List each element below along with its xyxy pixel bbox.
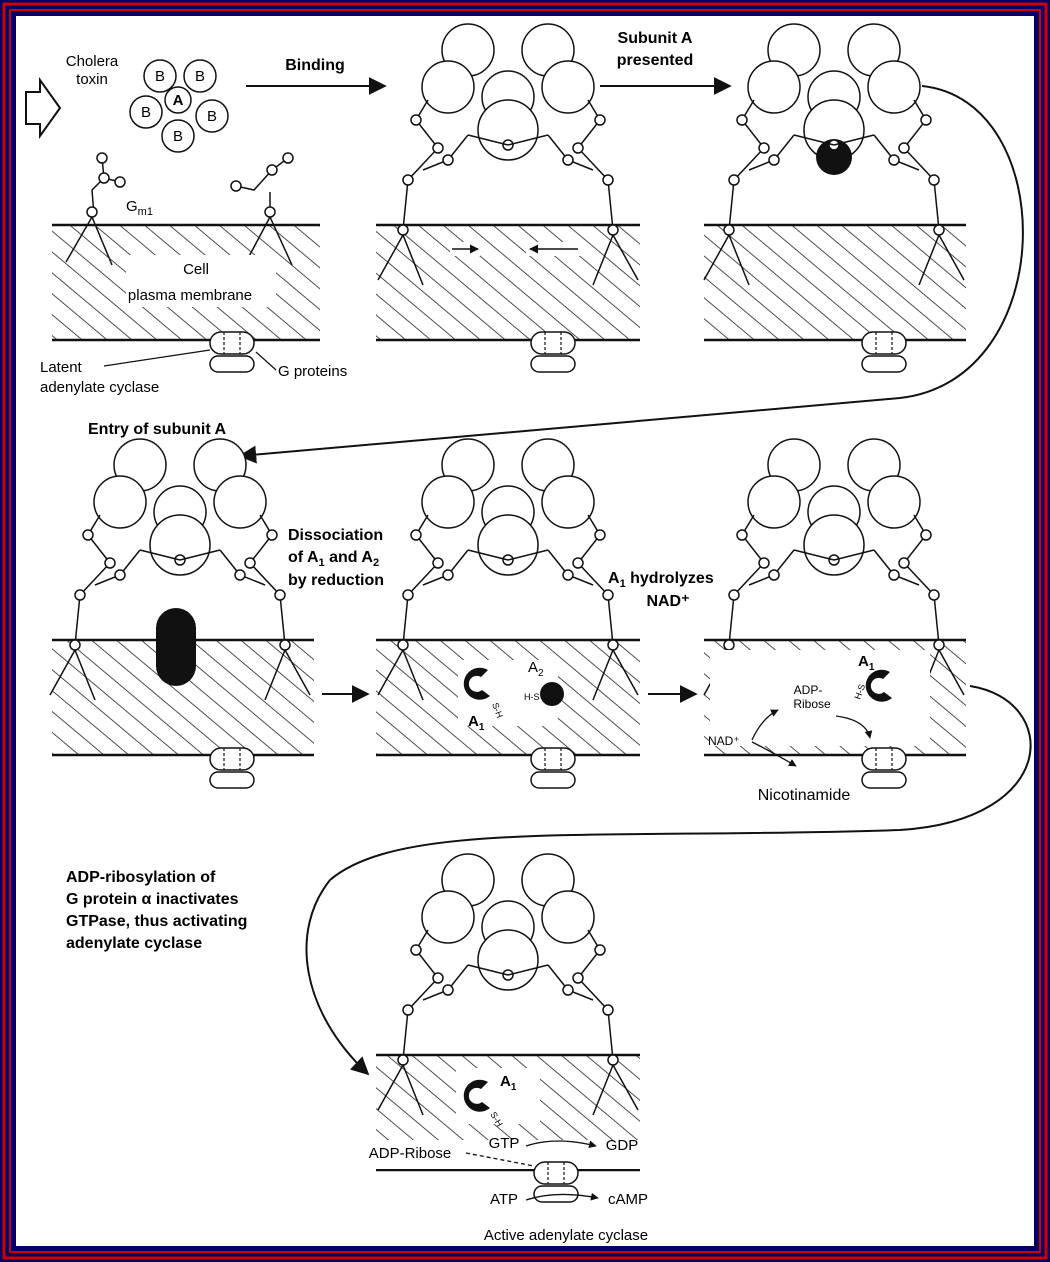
svg-text:Ribose: Ribose bbox=[793, 697, 831, 711]
dissociation-label: Dissociation bbox=[288, 527, 383, 544]
adp-ribose-label: ADP-Ribose bbox=[369, 1145, 452, 1162]
gtp-label: GTP bbox=[489, 1135, 520, 1152]
latent-label: Latent bbox=[40, 359, 83, 376]
svg-text:B: B bbox=[155, 68, 165, 85]
nad-plus-label: NAD⁺ bbox=[708, 734, 740, 748]
svg-text:B: B bbox=[195, 68, 205, 85]
svg-text:B: B bbox=[173, 128, 183, 145]
adp-ribosylation-label-1: ADP-ribosylation of bbox=[66, 869, 216, 886]
adp-ribosylation-label-3: GTPase, thus activating bbox=[66, 913, 247, 930]
svg-text:H-S: H-S bbox=[524, 692, 540, 702]
nicotinamide-label: Nicotinamide bbox=[758, 787, 851, 804]
g-proteins-label: G proteins bbox=[278, 363, 347, 380]
a2-fragment bbox=[540, 682, 564, 706]
g-protein-1 bbox=[210, 332, 254, 372]
camp-label: cAMP bbox=[608, 1191, 648, 1208]
subunit-a-label: Subunit A bbox=[618, 30, 693, 47]
cell-label: Cell bbox=[183, 261, 209, 278]
gdp-label: GDP bbox=[606, 1137, 639, 1154]
entry-label: Entry of subunit A bbox=[88, 421, 227, 438]
svg-text:B: B bbox=[207, 108, 217, 125]
active-adenylate-cyclase-label: Active adenylate cyclase bbox=[484, 1227, 648, 1244]
adp-ribosylation-label-4: adenylate cyclase bbox=[66, 935, 202, 952]
cholera-label: Cholera bbox=[66, 53, 119, 70]
svg-text:A: A bbox=[173, 92, 184, 109]
atp-label: ATP bbox=[490, 1191, 518, 1208]
svg-text:B: B bbox=[141, 104, 151, 121]
plasma-membrane-label: plasma membrane bbox=[128, 287, 252, 304]
nad-label: NAD⁺ bbox=[646, 593, 689, 610]
by-reduction-label: by reduction bbox=[288, 572, 384, 589]
toxin-label: toxin bbox=[76, 71, 108, 88]
adenylate-cyclase-label: adenylate cyclase bbox=[40, 379, 159, 396]
presented-label: presented bbox=[617, 52, 693, 69]
adp-ribose-small: ADP- bbox=[794, 683, 823, 697]
binding-label: Binding bbox=[285, 57, 345, 74]
adp-ribosylation-label-2: G protein α inactivates bbox=[66, 891, 239, 908]
